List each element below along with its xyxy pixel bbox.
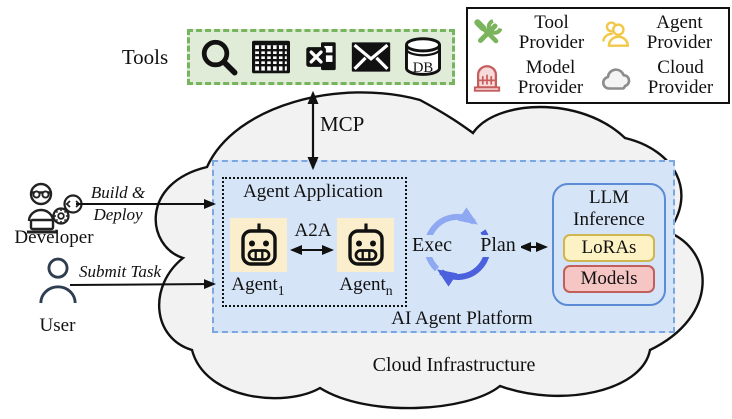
exec-label: Exec xyxy=(408,234,456,257)
llm-inference-box: LLM Inference LoRAs Models xyxy=(552,183,666,306)
calendar-icon xyxy=(252,40,290,74)
agent-application-box xyxy=(222,177,407,307)
legend-label: Provider xyxy=(647,77,714,99)
build-deploy-label-line2: Deploy xyxy=(93,205,143,224)
agent-1-tile xyxy=(230,218,287,272)
legend-agent-provider: Agent Provider xyxy=(598,10,726,56)
legend-cloud-provider: Cloud Provider xyxy=(598,56,726,102)
legend-label: Provider xyxy=(646,31,713,53)
robot-icon xyxy=(240,223,277,266)
legend-model-provider: Model Provider xyxy=(470,56,598,102)
legend-label: Agent xyxy=(656,11,703,33)
legend-label: Model xyxy=(525,57,576,79)
mcp-label: MCP xyxy=(320,112,365,136)
developer-icon xyxy=(27,182,83,234)
database-icon: DB xyxy=(405,37,441,76)
build-deploy-label-line1: Build & xyxy=(90,183,146,202)
search-icon xyxy=(201,39,238,76)
user-label: User xyxy=(39,315,76,336)
mail-icon xyxy=(351,42,391,72)
spreadsheet-icon xyxy=(306,42,336,71)
legend-label: Provider xyxy=(518,31,585,53)
user-icon xyxy=(39,257,77,304)
agent-application-title: Agent Application xyxy=(243,181,383,202)
ai-agent-platform-label: AI Agent Platform xyxy=(391,308,533,329)
legend-label: Tool xyxy=(534,11,569,33)
tools-label: Tools xyxy=(121,45,169,69)
developer-label: Developer xyxy=(14,227,94,248)
legend-tool-provider: Tool Provider xyxy=(470,10,598,56)
legend-label: Cloud xyxy=(657,57,704,79)
plan-label: Plan xyxy=(475,234,521,257)
submit-task-label: Submit Task xyxy=(78,262,162,281)
legend-label: Provider xyxy=(517,77,584,99)
llm-title-line1: LLM xyxy=(588,187,630,208)
agent-provider-icon xyxy=(602,21,629,47)
a2a-label: A2A xyxy=(294,220,332,241)
model-provider-icon xyxy=(473,65,501,92)
loras-box: LoRAs xyxy=(563,234,655,262)
agent-n-tile xyxy=(337,218,394,272)
tool-provider-icon xyxy=(474,18,503,44)
models-box: Models xyxy=(563,265,655,293)
tools-box: DB xyxy=(187,29,455,85)
robot-icon xyxy=(347,223,384,266)
cloud-provider-icon xyxy=(601,68,631,90)
svg-text:DB: DB xyxy=(413,60,434,76)
llm-title-line2: Inference xyxy=(573,209,645,230)
cloud-infrastructure-label: Cloud Infrastructure xyxy=(372,354,536,376)
agent-n-label: Agentn xyxy=(339,274,393,298)
agent-1-label: Agent1 xyxy=(231,274,285,298)
provider-legend: Tool Provider Agent Provider xyxy=(466,7,730,104)
